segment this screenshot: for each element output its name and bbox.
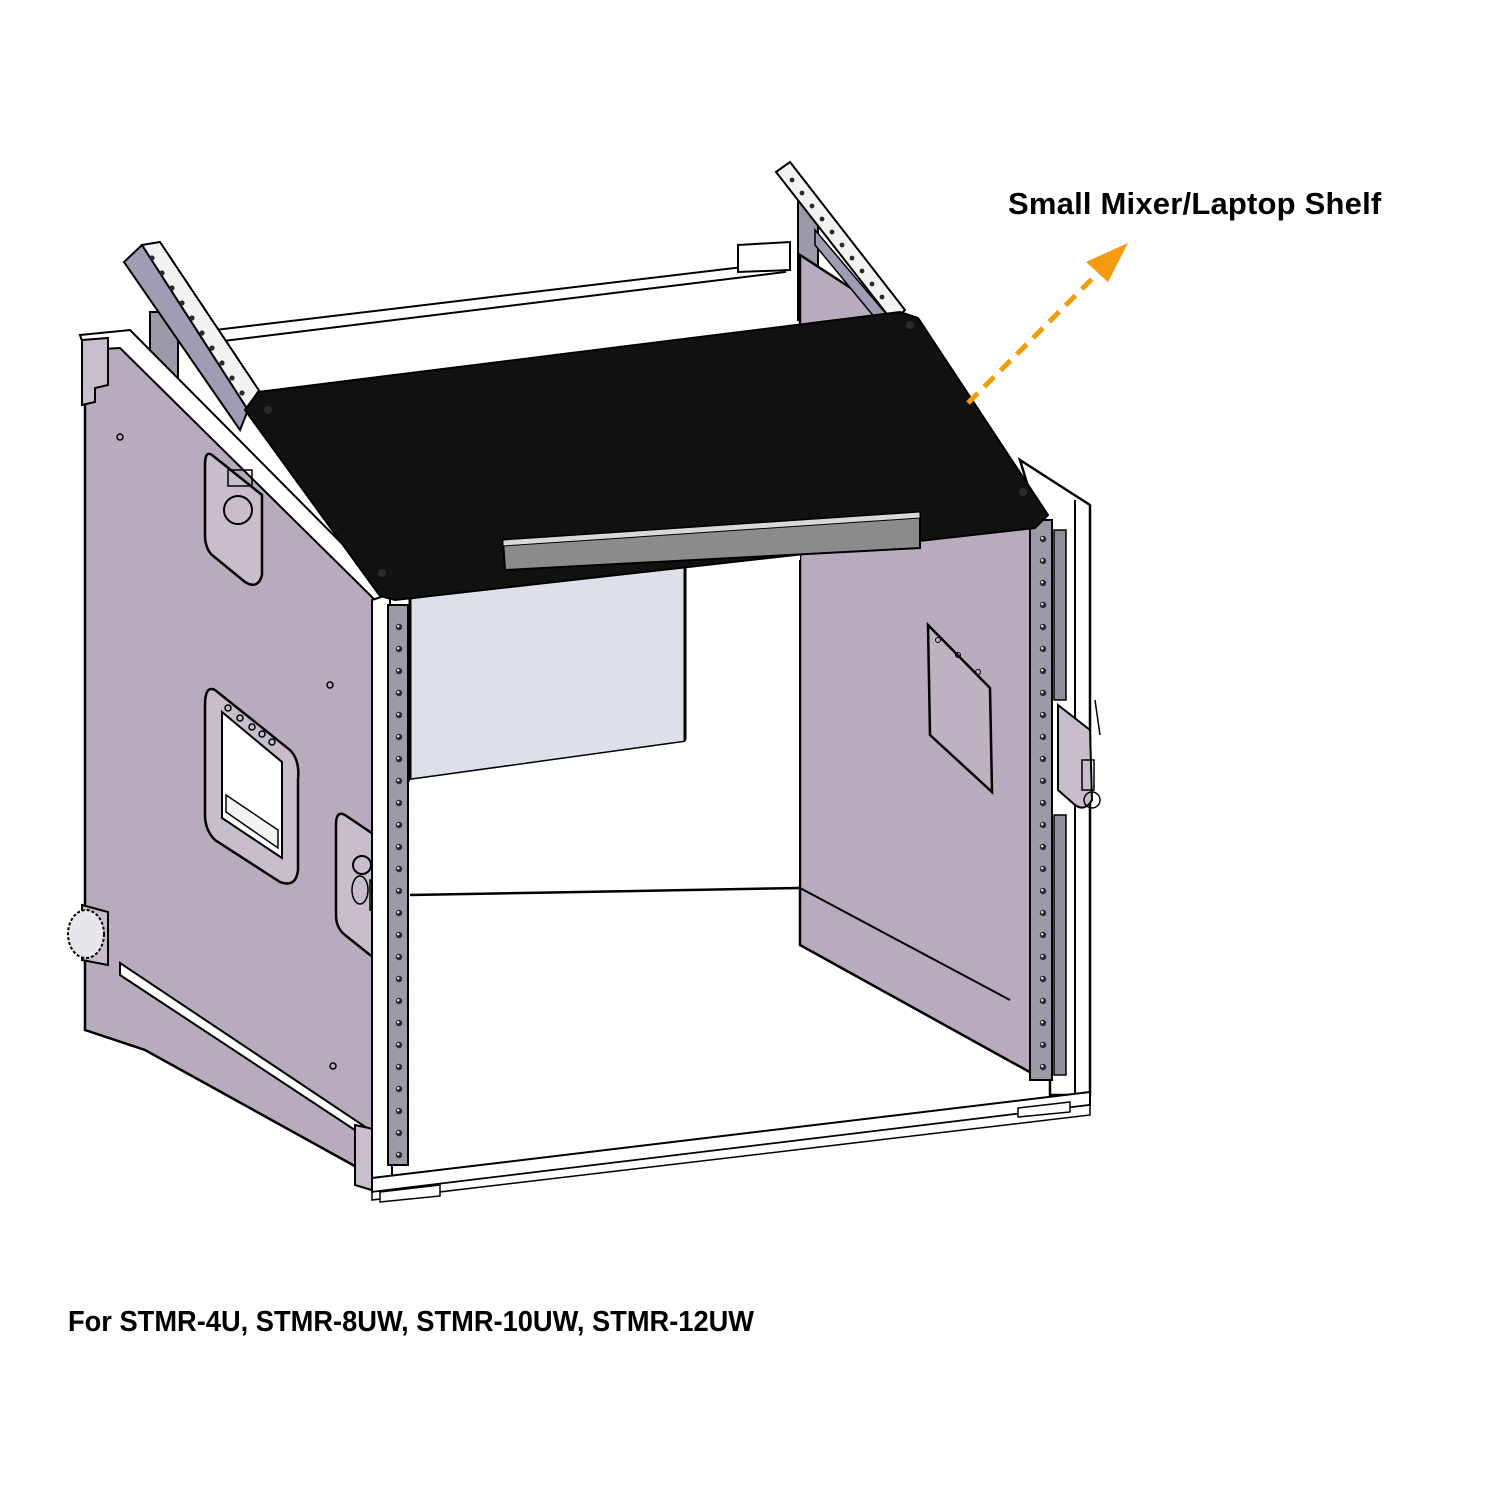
butterfly-latch-top-left [203,452,264,587]
mounting-plate [926,621,994,795]
callout-arrow [966,263,1108,405]
arrowhead-icon [1086,243,1128,282]
front-right-rack-rail [1029,519,1067,1081]
butterfly-latch-right [1057,699,1101,809]
recessed-handle [203,687,300,885]
front-left-rack-rail [387,604,409,1166]
compatibility-note: For STMR-4U, STMR-8UW, STMR-10UW, STMR-1… [68,1306,755,1338]
bottom-frame [371,1090,1091,1203]
rear-frame [214,240,791,344]
corner-caster [67,909,105,959]
shelf-screw-holes [264,321,1027,577]
shelf-callout-label: Small Mixer/Laptop Shelf [1008,186,1382,221]
interior-back [410,540,800,895]
shelf-lip-rail [501,510,921,572]
